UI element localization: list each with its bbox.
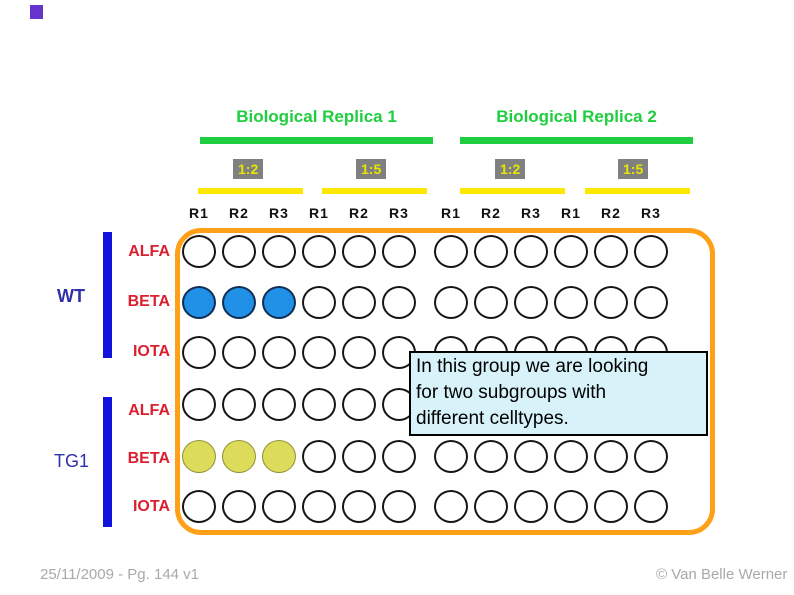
replica-2-underline-bar: [460, 137, 693, 144]
well: [594, 490, 628, 523]
row-label-wt-iota: IOTA: [132, 343, 170, 360]
well: [474, 440, 508, 473]
well: [262, 235, 296, 268]
well: [342, 336, 376, 369]
well: [342, 286, 376, 319]
column-header: R2: [601, 205, 621, 221]
callout-line: In this group we are looking: [416, 356, 649, 377]
column-header: R1: [561, 205, 581, 221]
well: [222, 490, 256, 523]
column-header: R1: [441, 205, 461, 221]
well: [262, 388, 296, 421]
row-label-wt-alfa: ALFA: [128, 243, 170, 260]
tg1-group-bar: [103, 397, 112, 527]
column-header: R3: [641, 205, 661, 221]
wt-group-bar: [103, 232, 112, 358]
well: [634, 490, 668, 523]
well: [302, 388, 336, 421]
well: [302, 440, 336, 473]
dilution-label-1-2: 1:2: [233, 159, 264, 179]
dilution-label-1-2: 1:2: [495, 159, 526, 179]
well: [434, 286, 468, 319]
well: [182, 490, 216, 523]
well: [634, 440, 668, 473]
dilution-label-1-5: 1:5: [618, 159, 649, 179]
well: [382, 440, 416, 473]
well: [514, 490, 548, 523]
well: [342, 388, 376, 421]
well: [634, 235, 668, 268]
well: [474, 490, 508, 523]
well: [222, 336, 256, 369]
column-header: R2: [229, 205, 249, 221]
well: [434, 490, 468, 523]
well: [554, 440, 588, 473]
well: [342, 235, 376, 268]
row-label-wt-beta: BETA: [127, 293, 170, 310]
row-label-tg1-beta: BETA: [127, 450, 170, 467]
well: [594, 235, 628, 268]
well: [302, 235, 336, 268]
callout-textbox: In this group we are looking for two sub…: [409, 351, 708, 436]
column-header: R3: [521, 205, 541, 221]
well: [222, 286, 256, 319]
column-header: R2: [349, 205, 369, 221]
replica-1-underline-bar: [200, 137, 433, 144]
well: [514, 286, 548, 319]
slide-transition-marker: [30, 5, 43, 19]
well: [382, 235, 416, 268]
well: [434, 440, 468, 473]
well: [382, 490, 416, 523]
well: [514, 235, 548, 268]
replica-2-title: Biological Replica 2: [496, 107, 657, 126]
well: [302, 490, 336, 523]
callout-line: for two subgroups with: [416, 382, 607, 403]
footer-copyright: © Van Belle Werner: [656, 566, 788, 583]
well: [554, 286, 588, 319]
dilution-underline-bar: [322, 188, 427, 194]
dilution-label-1-5: 1:5: [356, 159, 387, 179]
group-label-tg1: TG1: [54, 451, 90, 471]
column-header: R1: [309, 205, 329, 221]
well: [182, 235, 216, 268]
column-header: R2: [481, 205, 501, 221]
well: [182, 336, 216, 369]
well: [302, 336, 336, 369]
dilution-underline-bar: [198, 188, 303, 194]
well: [262, 336, 296, 369]
row-label-tg1-iota: IOTA: [132, 498, 170, 515]
well: [474, 286, 508, 319]
well: [182, 388, 216, 421]
well: [222, 440, 256, 473]
well: [514, 440, 548, 473]
well: [262, 440, 296, 473]
column-header: R3: [389, 205, 409, 221]
dilution-underline-bar: [460, 188, 565, 194]
dilution-underline-bar: [585, 188, 690, 194]
group-label-wt: WT: [57, 286, 85, 306]
well: [594, 286, 628, 319]
replica-1-title: Biological Replica 1: [236, 107, 397, 126]
well: [434, 235, 468, 268]
well: [474, 235, 508, 268]
well: [554, 490, 588, 523]
footer-date-page: 25/11/2009 - Pg. 144 v1: [40, 566, 200, 583]
column-header: R1: [189, 205, 209, 221]
well: [342, 440, 376, 473]
well: [302, 286, 336, 319]
well: [182, 286, 216, 319]
well: [634, 286, 668, 319]
well: [554, 235, 588, 268]
column-header: R3: [269, 205, 289, 221]
well: [594, 440, 628, 473]
well: [262, 490, 296, 523]
row-label-tg1-alfa: ALFA: [128, 402, 170, 419]
well: [222, 235, 256, 268]
well: [342, 490, 376, 523]
well: [262, 286, 296, 319]
well: [222, 388, 256, 421]
well: [382, 286, 416, 319]
callout-line: different celltypes.: [416, 408, 569, 429]
well: [182, 440, 216, 473]
